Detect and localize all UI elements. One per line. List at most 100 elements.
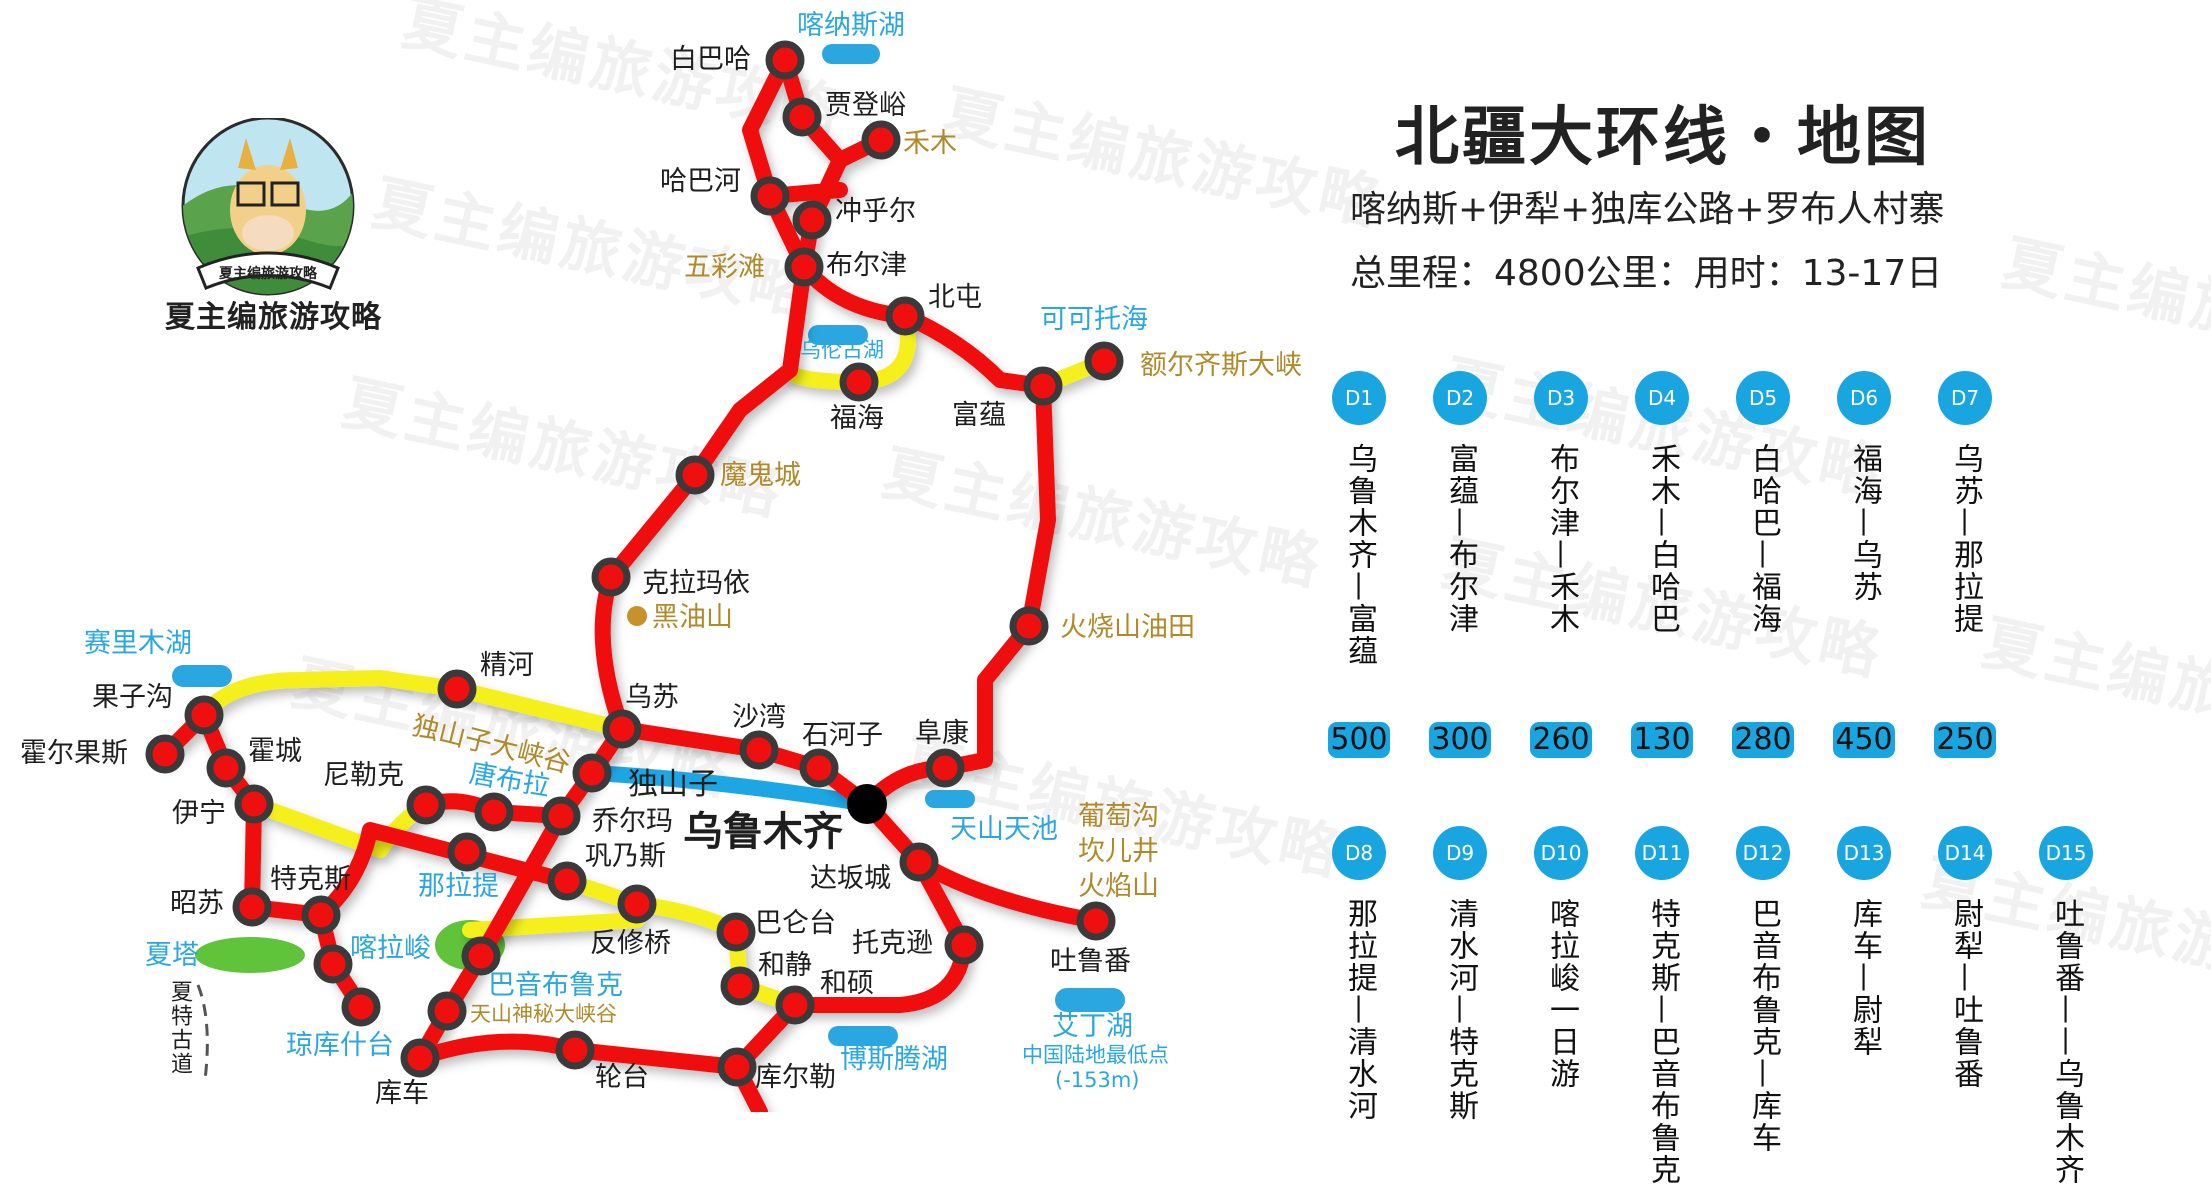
logo-badge-text: 夏主编旅游攻略 xyxy=(219,265,318,282)
label-buerjin: 布尔津 xyxy=(826,250,907,281)
label-tekesi: 特克斯 xyxy=(270,864,351,895)
label-chonghuer: 冲乎尔 xyxy=(835,196,916,227)
label-korla: 库尔勒 xyxy=(755,1062,836,1093)
label-aiding-elev: (-153m) xyxy=(1055,1068,1140,1092)
label-urumqi: 乌鲁木齐 xyxy=(683,809,843,855)
label-yining: 伊宁 xyxy=(172,798,226,829)
label-shawan: 沙湾 xyxy=(732,702,786,733)
day-route: 福海—乌苏 xyxy=(1847,443,1882,603)
distance-pill: 280 xyxy=(1732,722,1794,758)
lakes xyxy=(172,44,1125,1046)
day-route: 布尔津—禾木 xyxy=(1544,443,1579,635)
label-huoyanshan: 火焰山 xyxy=(1078,871,1159,902)
page-title: 北疆大环线・地图 xyxy=(1395,101,1931,175)
label-dabancheng: 达坂城 xyxy=(810,863,891,894)
label-wusu: 乌苏 xyxy=(625,682,679,713)
label-guozigou: 果子沟 xyxy=(92,682,173,713)
city-nodes xyxy=(145,40,1124,1087)
brand-caption: 夏主编旅游攻略 xyxy=(165,300,382,335)
label-heshuo: 和硕 xyxy=(820,968,874,999)
label-erqisi: 额尔齐斯大峡 xyxy=(1140,350,1302,381)
label-qiongkushitai: 琼库什台 xyxy=(286,1030,394,1061)
label-wucaitan: 五彩滩 xyxy=(684,252,765,283)
label-baibaha: 白巴哈 xyxy=(670,44,751,75)
day-badge: D5 xyxy=(1736,371,1790,425)
label-xiate-road: 夏特古道 xyxy=(167,980,192,1076)
label-qiaoerma: 乔尔玛 xyxy=(592,806,673,837)
day-route: 库车—尉犁 xyxy=(1847,898,1882,1058)
day-route: 清水河—特克斯 xyxy=(1443,898,1478,1122)
itinerary-day: D2 富蕴—布尔津 xyxy=(1410,371,1510,635)
label-fuhai: 福海 xyxy=(830,403,884,434)
label-tianshan-canyon: 天山神秘大峡谷 xyxy=(470,1002,617,1026)
label-khorgos: 霍尔果斯 xyxy=(20,738,128,769)
route-map xyxy=(145,40,1125,1112)
label-beitun: 北屯 xyxy=(928,282,982,313)
label-hejing: 和静 xyxy=(758,950,812,981)
day-route: 富蕴—布尔津 xyxy=(1443,443,1478,635)
day-badge: D13 xyxy=(1837,826,1891,880)
label-turpan: 吐鲁番 xyxy=(1050,946,1131,977)
itinerary-day: D14 尉犁—吐鲁番 xyxy=(1915,826,2015,1090)
label-hemu: 禾木 xyxy=(903,128,957,159)
heiyoushan-dot-icon xyxy=(627,606,647,626)
label-aiding-note: 中国陆地最低点 xyxy=(1022,1043,1169,1067)
distance-pill: 250 xyxy=(1934,722,1996,758)
itinerary-day: D13 库车—尉犁 xyxy=(1814,826,1914,1058)
label-kanasi-lake: 喀纳斯湖 xyxy=(797,10,905,41)
label-huocheng: 霍城 xyxy=(248,736,302,767)
watermark: 夏主编旅游攻略 xyxy=(1996,228,2211,390)
day-badge: D12 xyxy=(1736,826,1790,880)
label-luntai: 轮台 xyxy=(595,1062,649,1093)
label-kalajun: 喀拉峻 xyxy=(350,933,431,964)
distance-pill: 130 xyxy=(1631,722,1693,758)
label-gongnaisi: 巩乃斯 xyxy=(585,841,666,872)
dushanzi-branch xyxy=(584,765,875,812)
label-karamay: 克拉玛依 xyxy=(642,568,750,599)
label-nileke: 尼勒克 xyxy=(323,760,404,791)
page-subtitle: 喀纳斯+伊犁+独库公路+罗布人村寨 xyxy=(1350,189,1945,230)
urumqi-hub-icon xyxy=(847,784,887,824)
day-badge: D8 xyxy=(1332,826,1386,880)
label-zhaosu: 昭苏 xyxy=(170,888,224,919)
itinerary-day: D9 清水河—特克斯 xyxy=(1410,826,1510,1122)
label-jiadengyu: 贾登峪 xyxy=(825,90,906,121)
label-baluntai: 巴仑台 xyxy=(755,908,836,939)
label-bosten-lake: 博斯腾湖 xyxy=(840,1044,948,1075)
label-xiata: 夏塔 xyxy=(145,940,199,971)
distance-pill: 300 xyxy=(1429,722,1491,758)
label-jinghe: 精河 xyxy=(480,650,534,681)
label-moguicheng: 魔鬼城 xyxy=(720,460,801,491)
day-badge: D1 xyxy=(1332,371,1386,425)
label-shihezi: 石河子 xyxy=(802,720,883,751)
label-aiding-lake: 艾丁湖 xyxy=(1052,1011,1133,1042)
label-fanxiuqiao: 反修桥 xyxy=(590,928,671,959)
day-badge: D15 xyxy=(2039,826,2093,880)
day-badge: D10 xyxy=(1534,826,1588,880)
day-badge: D2 xyxy=(1433,371,1487,425)
distance-pill: 260 xyxy=(1530,722,1592,758)
label-bayinbuluke: 巴音布鲁克 xyxy=(488,970,623,1001)
label-tianchi: 天山天池 xyxy=(950,814,1058,845)
day-route: 尉犁—吐鲁番 xyxy=(1948,898,1983,1090)
distance-pill: 450 xyxy=(1833,722,1895,758)
label-kanerjing: 坎儿井 xyxy=(1078,836,1159,867)
label-fukang: 阜康 xyxy=(915,718,969,749)
label-dushanzi: 独山子 xyxy=(628,767,718,802)
day-route: 那拉提—清水河 xyxy=(1342,898,1377,1122)
label-kekětuohai: 可可托海 xyxy=(1040,304,1148,335)
day-badge: D9 xyxy=(1433,826,1487,880)
label-wulungu-lake: 乌伦古湖 xyxy=(800,338,884,362)
day-badge: D4 xyxy=(1635,371,1689,425)
day-badge: D14 xyxy=(1938,826,1992,880)
label-habahe: 哈巴河 xyxy=(660,166,741,197)
label-fuyun: 富蕴 xyxy=(952,400,1006,431)
